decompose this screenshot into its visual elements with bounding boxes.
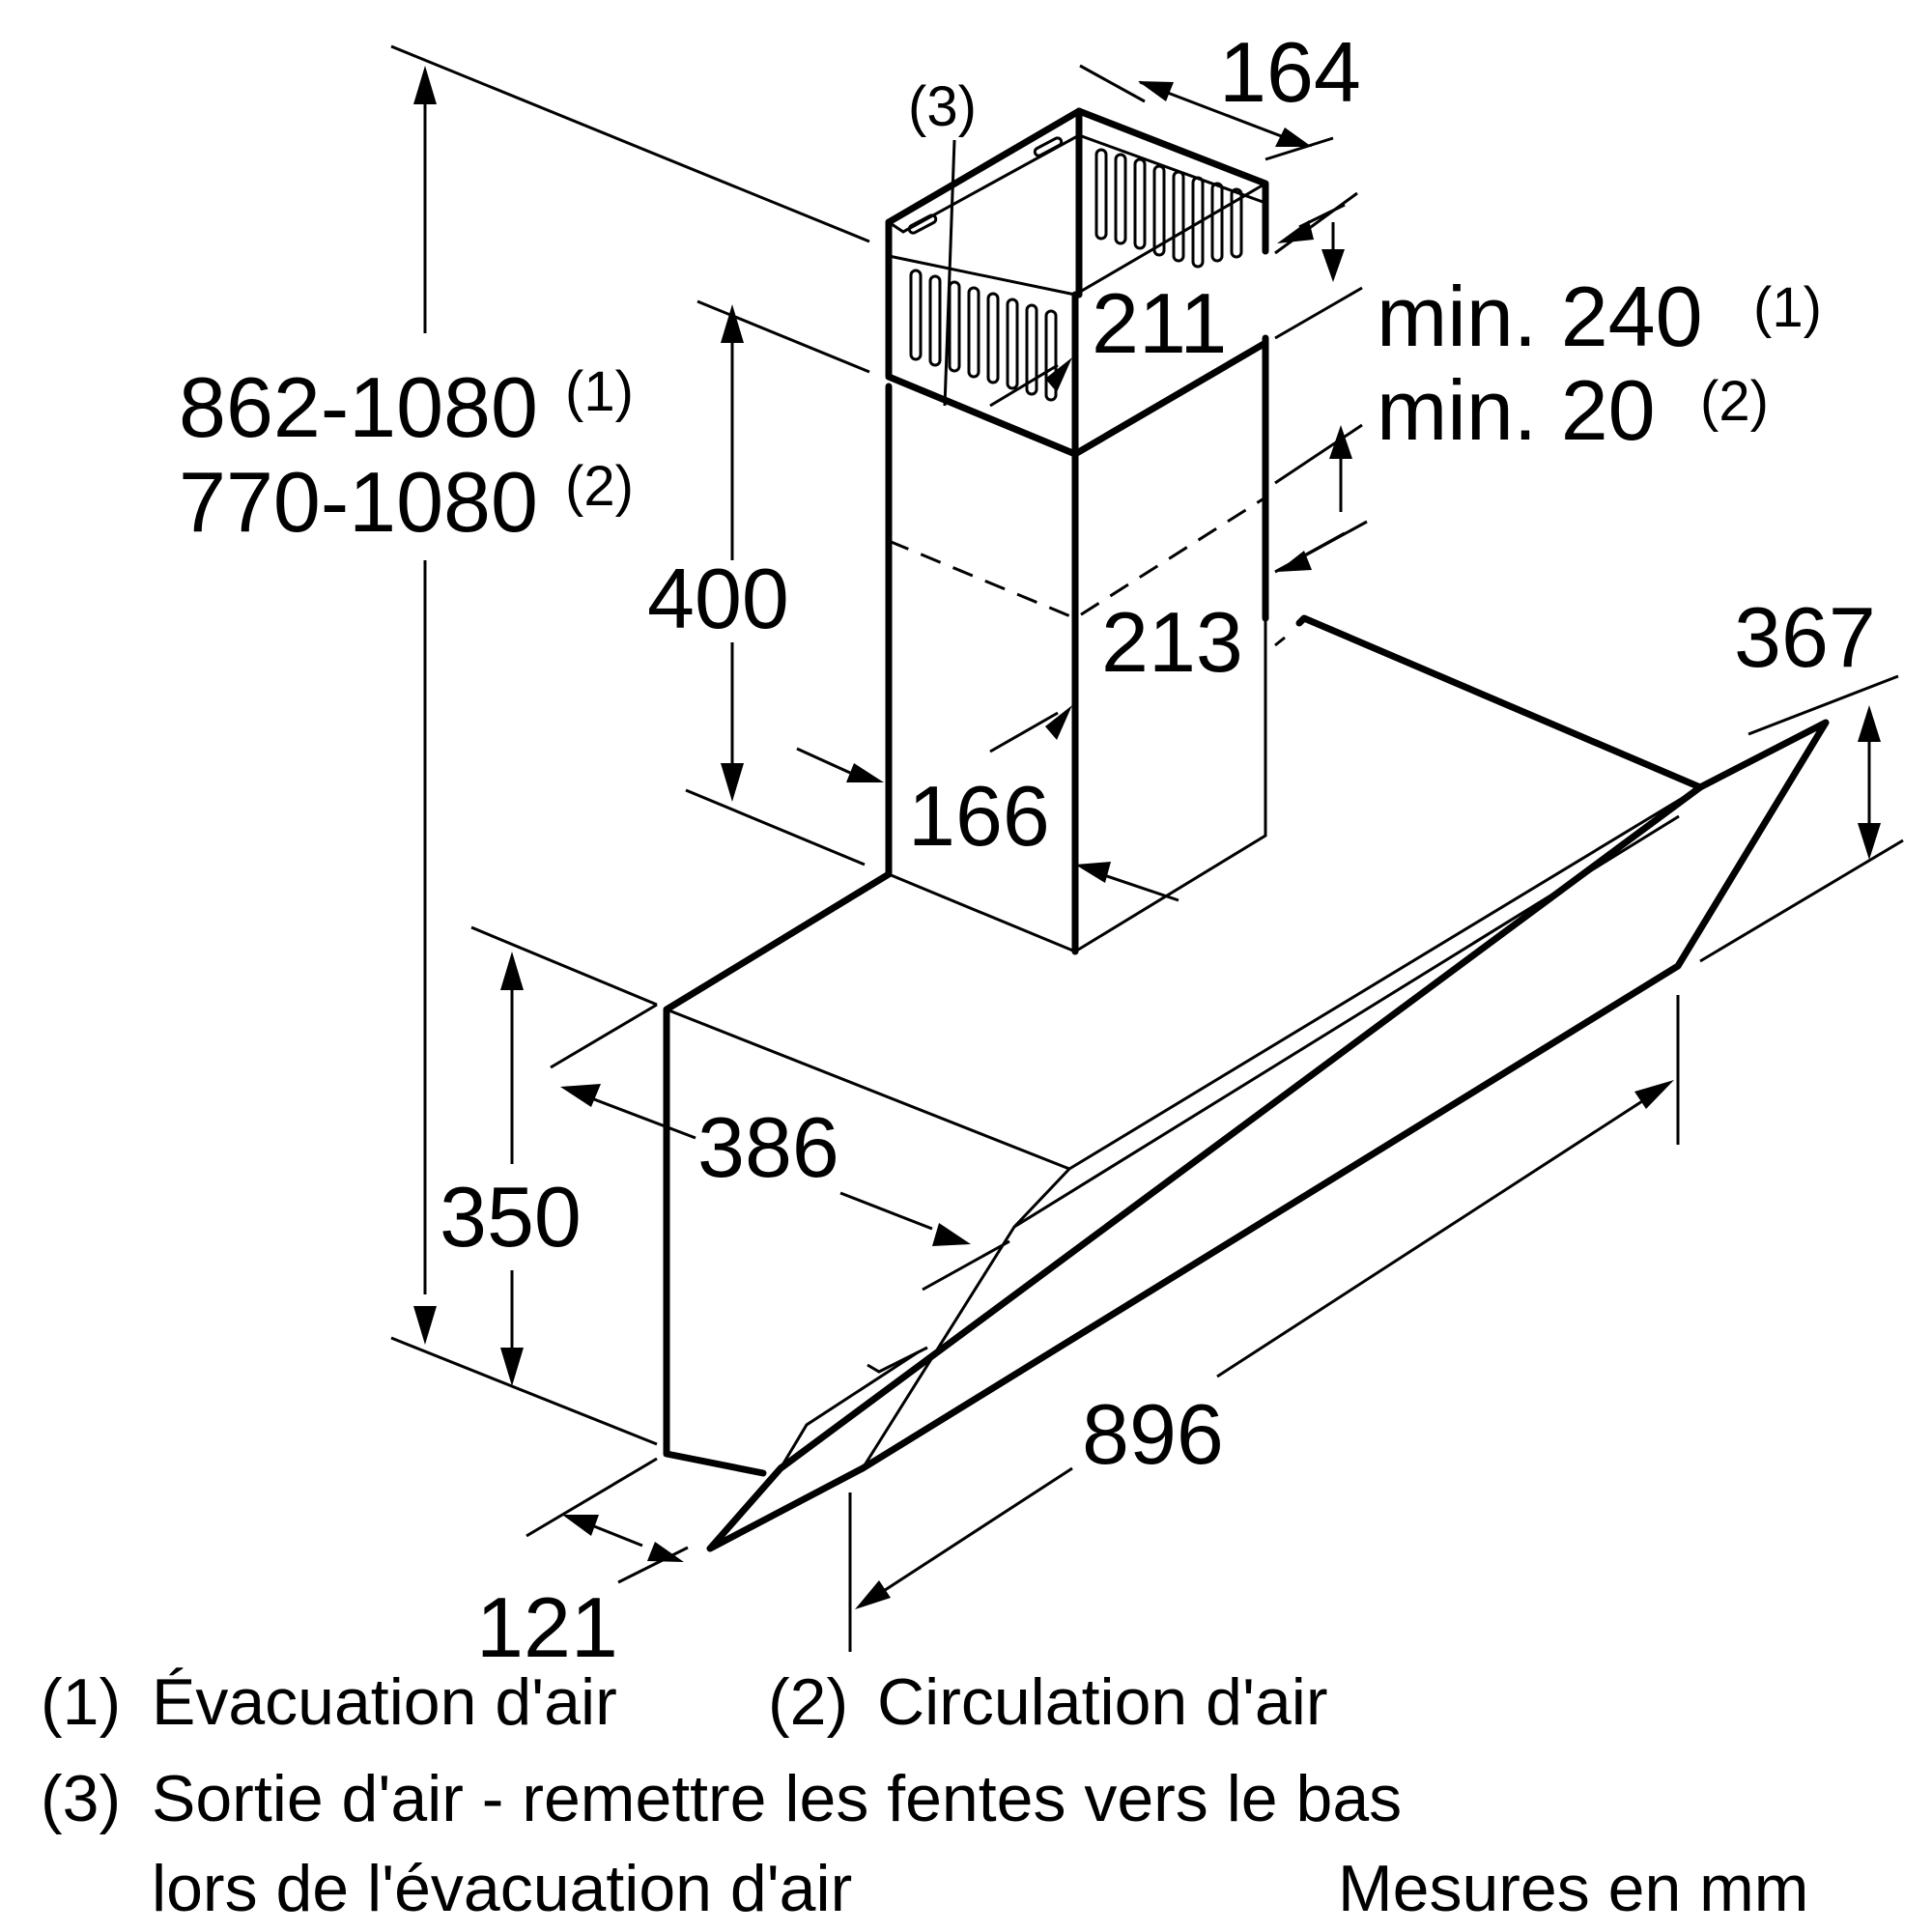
legend-item2-text: Circulation d'air — [877, 1665, 1328, 1739]
ceiling-gap-1: min. 240 — [1377, 269, 1703, 364]
extension-lines — [390, 44, 1904, 1652]
canopy-body — [663, 614, 1830, 1552]
units-note: Mesures en mm — [1338, 1852, 1808, 1925]
legend: (1) Évacuation d'air (2) Circulation d'a… — [41, 1665, 1808, 1925]
upper-section-height: 400 — [647, 551, 789, 646]
ceiling-gap-2: min. 20 — [1377, 362, 1656, 458]
total-height-2-ref: (2) — [565, 455, 634, 518]
legend-item2-num: (2) — [768, 1665, 848, 1739]
canopy-height: 350 — [440, 1169, 582, 1264]
air-outlet-slots — [907, 136, 1243, 402]
dimension-labels: 862-1080 (1) 770-1080 (2) 164 211 213 16… — [179, 24, 1876, 1675]
chimney-depth-lower: 166 — [908, 768, 1050, 864]
canopy-depth: 386 — [697, 1099, 839, 1195]
glass-height: 367 — [1734, 589, 1876, 685]
legend-item1-num: (1) — [41, 1665, 121, 1739]
front-depth: 121 — [476, 1579, 618, 1675]
chimney-width-upper: 211 — [1092, 275, 1227, 371]
dimension-arrows — [413, 66, 1881, 1609]
legend-item3-text-cont: lors de l'évacuation d'air — [152, 1852, 852, 1925]
legend-item1-text: Évacuation d'air — [152, 1665, 617, 1739]
hood-width: 896 — [1082, 1386, 1224, 1482]
lower-chimney — [885, 334, 1269, 955]
total-height-2: 770-1080 — [179, 454, 538, 550]
callout-3-label: (3) — [908, 75, 977, 138]
legend-item3-num: (3) — [41, 1762, 121, 1835]
chimney-width-lower: 213 — [1101, 594, 1243, 690]
legend-item3-text: Sortie d'air - remettre les fentes vers … — [152, 1762, 1402, 1835]
ceiling-gap-1-ref: (1) — [1753, 276, 1822, 339]
total-height-1: 862-1080 — [179, 359, 538, 455]
total-height-1-ref: (1) — [565, 360, 634, 423]
ceiling-gap-2-ref: (2) — [1700, 370, 1769, 433]
chimney-depth: 164 — [1219, 24, 1361, 120]
